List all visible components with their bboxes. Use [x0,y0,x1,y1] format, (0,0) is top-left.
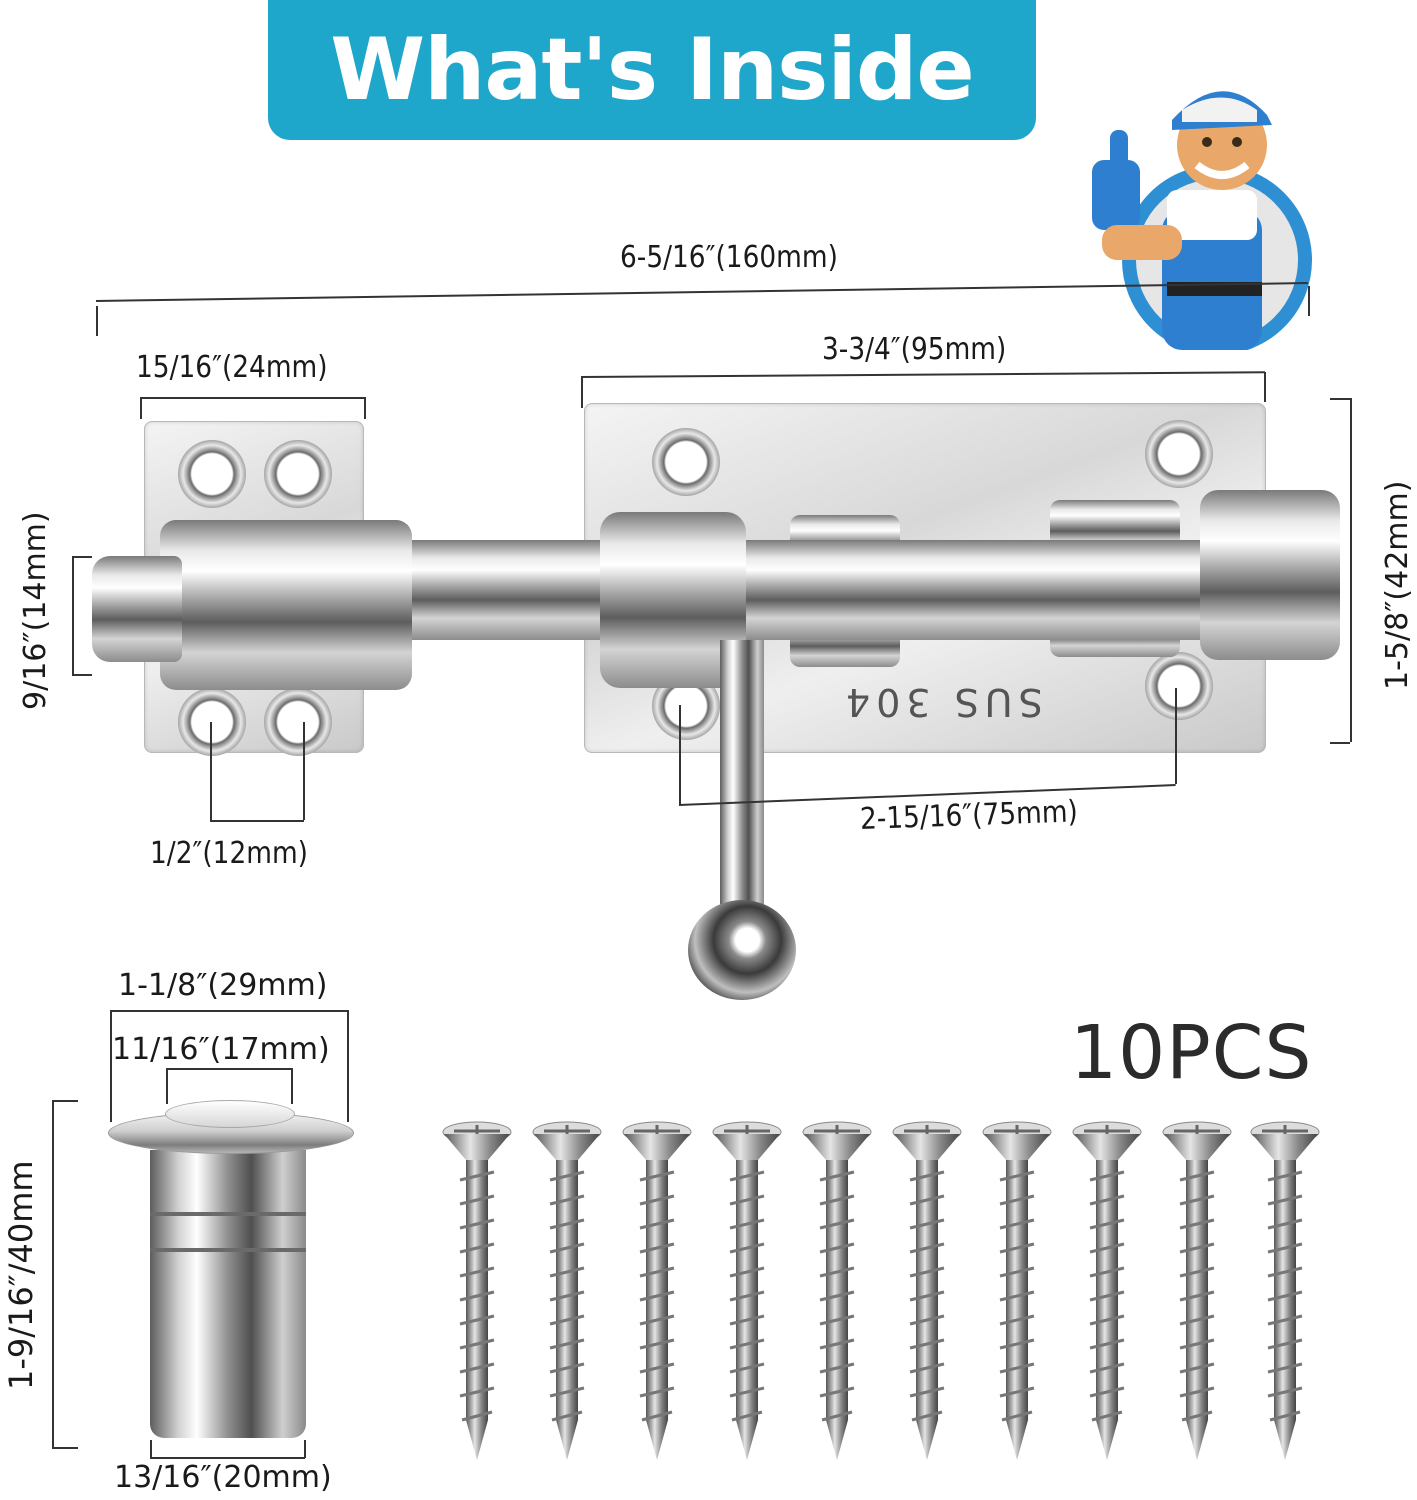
screw-hole [652,428,720,496]
bolt-handle-rod [720,640,764,930]
socket-groove [150,1212,306,1216]
screw-hole [178,440,246,508]
dim-tick [291,1068,293,1104]
top-diameter-line [166,1068,292,1070]
socket-groove [150,1248,306,1252]
page-title: What's Inside [330,20,974,120]
keeper-hole-spacing-line [210,820,304,822]
plate-hole-spacing-label: 2-15/16″(75mm) [859,794,1079,837]
screw-hole [264,688,332,756]
plate-height-line [1350,398,1352,742]
overall-length-label: 6-5/16″(160mm) [620,240,838,275]
screw-hole [178,688,246,756]
dim-tick [150,1440,152,1458]
flange-diameter-line [110,1010,348,1012]
flange-diameter-label: 1-1/8″(29mm) [118,968,328,1003]
keeper-width-label: 15/16″(24mm) [136,350,328,385]
dim-tick [96,306,98,336]
dim-tick [72,674,92,676]
dim-tick [347,1010,349,1122]
bolt-diameter-label: 9/16″(14mm) [18,511,53,710]
keeper-width-line [140,397,365,399]
bolt-end-cap [1200,490,1340,660]
screw-count-label: 10PCS [1070,1010,1313,1096]
dim-tick [364,397,366,419]
plate-length-line [580,371,1265,378]
bolt-shaft [400,540,1240,640]
screw-set [441,1120,1342,1470]
dim-tick [166,1068,168,1104]
plate-length-label: 3-3/4″(95mm) [822,332,1007,367]
dim-tick [1308,286,1310,316]
dim-tick [1330,398,1350,400]
dim-tick [581,378,583,408]
plate-height-label: 1-5/8″(42mm) [1380,480,1415,690]
dim-tick [72,556,92,558]
socket-height-label: 1-9/16″/40mm [2,1160,40,1390]
dim-tick [52,1447,78,1449]
screw-hole [1145,652,1213,720]
keeper-sleeve [160,520,412,690]
body-diameter-label: 13/16″(20mm) [114,1460,332,1495]
dim-tick [304,1440,306,1458]
dim-tick [1175,688,1177,784]
floor-socket-body [150,1150,306,1438]
dim-tick [679,705,681,805]
dim-tick [140,397,142,419]
dim-tick [210,722,212,822]
keeper-hole-spacing-label: 1/2″(12mm) [150,836,308,871]
material-engraving: SUS 304 [840,680,1043,724]
bolt-handle-knob [688,900,796,1000]
screw-hole [1145,420,1213,488]
top-diameter-label: 11/16″(17mm) [112,1032,330,1067]
body-diameter-line [150,1457,305,1459]
dim-tick [1264,372,1266,402]
worker-mascot-icon [1072,60,1312,355]
dim-tick [1330,742,1350,744]
screw-hole [264,440,332,508]
title-banner: What's Inside [268,0,1036,140]
bolt-diameter-line [72,556,74,674]
dim-tick [110,1010,112,1122]
floor-socket-cap [165,1100,295,1128]
dim-tick [52,1100,78,1102]
dim-tick [303,722,305,820]
socket-height-line [52,1100,54,1448]
bolt-tip [92,556,182,662]
